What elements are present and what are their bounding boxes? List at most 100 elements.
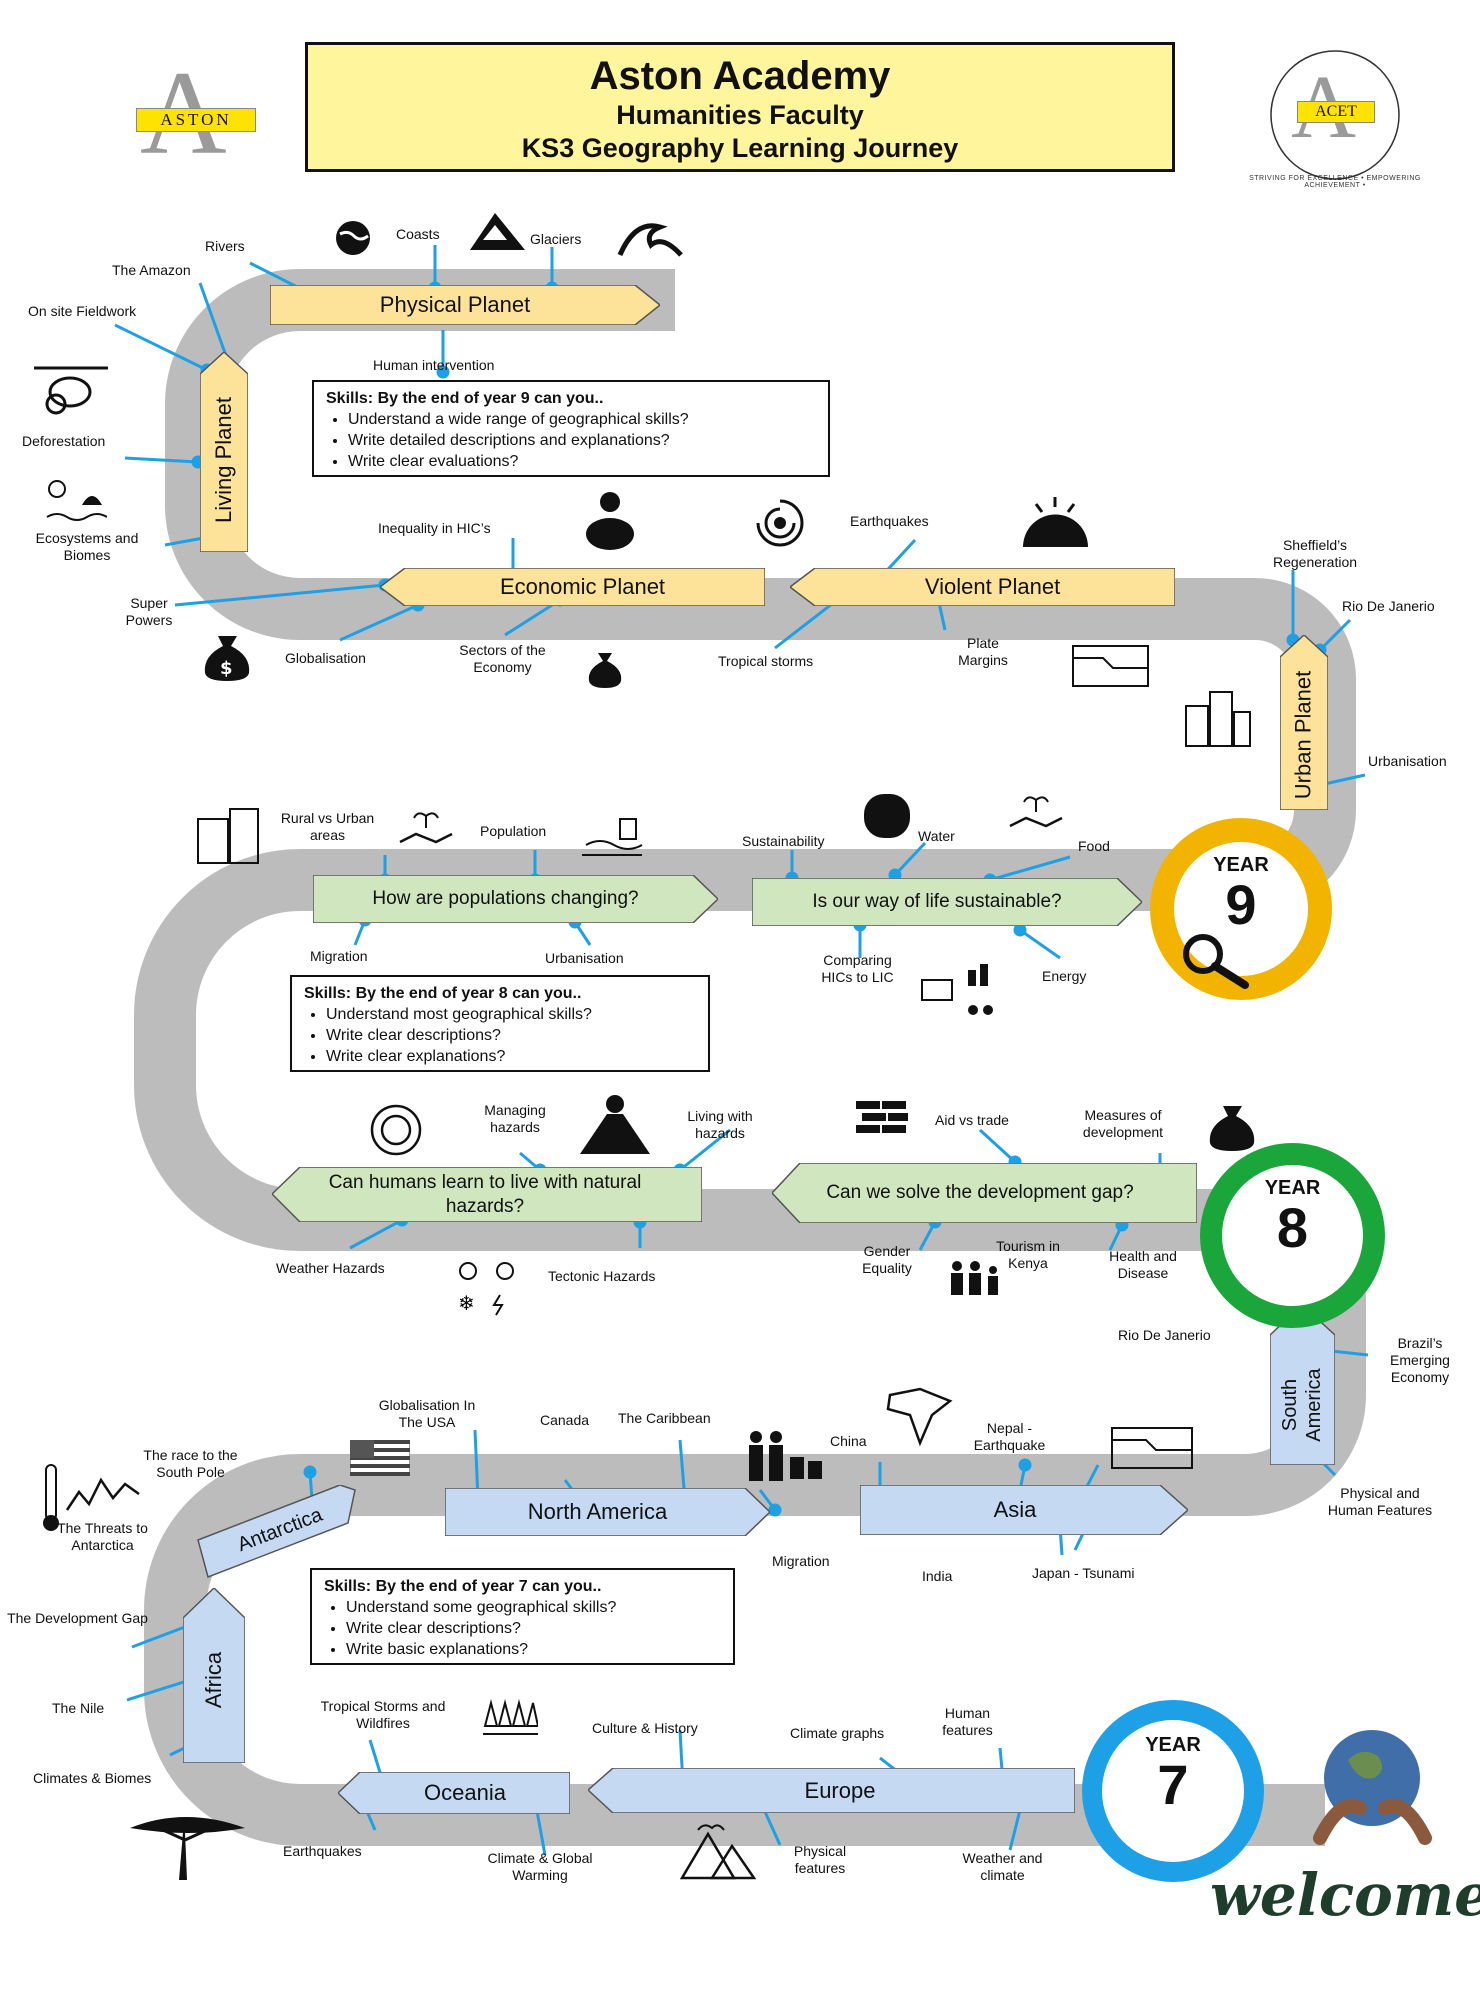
acacia-tree-icon	[130, 1817, 245, 1880]
topic-glob-usa: Globalisation In The USA	[378, 1397, 476, 1430]
skills-list: Understand some geographical skills? Wri…	[324, 1597, 721, 1660]
money-bag-icon: $	[204, 636, 250, 681]
trees-icon	[483, 1699, 538, 1735]
topic-energy: Energy	[1042, 968, 1087, 984]
unit-physical-planet: Physical Planet	[379, 292, 531, 317]
acet-ring-text: STRIVING FOR EXCELLENCE • EMPOWERING ACH…	[1249, 175, 1421, 189]
living-planet-arrow	[200, 352, 248, 552]
skills-item: Write clear explanations?	[326, 1046, 696, 1067]
topic-japan: Japan - Tsunami	[1032, 1565, 1135, 1581]
topic-rural-urban: Rural vs Urban areas	[280, 810, 375, 843]
urban-planet-arrow	[1280, 635, 1328, 810]
ecosystem-icon	[46, 480, 107, 521]
topic-population: Population	[480, 823, 547, 839]
topic-health: Health and Disease	[1109, 1248, 1177, 1281]
topic-climate-warming: Climate & Global Warming	[487, 1850, 593, 1883]
africa-arrow	[183, 1588, 245, 1763]
sustainable-arrow	[752, 878, 1142, 926]
topic-human-features: Human features	[942, 1705, 993, 1738]
svg-text:$: $	[220, 658, 233, 679]
topic-glaciers: Glaciers	[530, 231, 582, 247]
page-subtitle: Humanities Faculty	[616, 100, 864, 130]
welcome-text: welcome	[1210, 1861, 1480, 1929]
unit-economic-planet: Economic Planet	[499, 574, 666, 599]
unit-hazards: Can humans learn to live with natural ha…	[328, 1171, 642, 1217]
unit-asia: Asia	[993, 1497, 1037, 1522]
usa-flag-icon	[350, 1440, 410, 1476]
climate-graph-icon	[43, 1464, 140, 1531]
unit-violent-planet: Violent Planet	[924, 574, 1061, 599]
year-label: YEAR	[1213, 854, 1269, 876]
title-banner: Aston Academy Humanities Faculty KS3 Geo…	[305, 42, 1175, 172]
topic-weather-hazards: Weather Hazards	[276, 1260, 385, 1276]
skills-box-year9: Skills: By the end of year 9 can you.. U…	[312, 380, 830, 477]
money-bag-dev-icon	[1209, 1106, 1255, 1151]
violent-planet-arrow	[790, 568, 1175, 606]
topic-canada: Canada	[540, 1412, 590, 1428]
asia-arrow	[860, 1485, 1188, 1535]
oceania-arrow	[338, 1772, 570, 1814]
hazards-arrow	[272, 1167, 702, 1222]
populations-arrow	[313, 875, 718, 923]
skills-heading: Skills: By the end of year 9 can you..	[326, 390, 604, 407]
earth-hands-icon	[1313, 1730, 1432, 1845]
money-bag-small-icon	[588, 653, 622, 688]
skills-box-year7: Skills: By the end of year 7 can you.. U…	[310, 1568, 735, 1665]
topic-tropical-storms: Tropical storms	[718, 653, 814, 669]
topic-water: Water	[918, 828, 955, 844]
landscape-icon	[582, 818, 643, 856]
handshake-food-icon	[1009, 796, 1063, 828]
topic-sheffield: Sheffield’s Regeneration	[1272, 537, 1358, 570]
topic-rio9: Rio De Janerio	[1342, 598, 1435, 614]
topic-rivers: Rivers	[205, 238, 245, 254]
skills-item: Write basic explanations?	[346, 1639, 721, 1660]
topic-weather-climate: Weather and climate	[962, 1850, 1043, 1883]
water-drop-icon	[864, 794, 910, 838]
topic-earthquakes7: Earthquakes	[283, 1843, 362, 1859]
mountains-icon	[679, 1824, 757, 1880]
skills-item: Write detailed descriptions and explanat…	[348, 430, 816, 451]
svg-text:❄: ❄	[458, 1291, 475, 1315]
skills-item: Understand some geographical skills?	[346, 1597, 721, 1618]
page-title: Aston Academy	[589, 54, 891, 98]
unit-populations: How are populations changing?	[372, 888, 639, 909]
plate-margins-icon	[1072, 645, 1149, 687]
topic-fieldwork: On site Fieldwork	[28, 303, 137, 319]
wave-icon	[617, 223, 683, 257]
topic-plate-margins: Plate Margins	[958, 635, 1008, 668]
topic-human-intervention: Human intervention	[373, 357, 495, 373]
skills-heading: Skills: By the end of year 7 can you..	[324, 1578, 602, 1595]
plate-icon	[1111, 1427, 1193, 1469]
year8-badge: YEAR 8	[1200, 1143, 1385, 1328]
page-subtitle-2: KS3 Geography Learning Journey	[521, 133, 959, 163]
topic-brazil: Brazil’s Emerging Economy	[1390, 1335, 1450, 1385]
topic-climate-graphs: Climate graphs	[790, 1725, 885, 1741]
topic-earthquakes9: Earthquakes	[850, 513, 929, 529]
topic-race-pole: The race to the South Pole	[143, 1447, 238, 1480]
city-icon	[197, 808, 259, 864]
topic-amazon: The Amazon	[112, 262, 191, 278]
skills-item: Understand a wide range of geographical …	[348, 409, 816, 430]
unit-north-america: North America	[527, 1499, 668, 1524]
unit-urban-planet: Urban Planet	[1290, 670, 1316, 800]
topic-migration7: Migration	[772, 1553, 830, 1569]
topic-urbanisation8: Urbanisation	[545, 950, 624, 966]
unit-europe: Europe	[804, 1777, 876, 1803]
skills-box-year8: Skills: By the end of year 8 can you.. U…	[290, 975, 710, 1072]
rubble-icon	[856, 1101, 908, 1133]
unit-development: Can we solve the development gap?	[826, 1182, 1134, 1203]
trade-icon	[921, 964, 993, 1015]
skills-item: Write clear evaluations?	[348, 451, 816, 472]
topic-managing: Managing hazards	[484, 1102, 546, 1135]
unit-oceania: Oceania	[424, 1780, 506, 1805]
hurricane-icon	[756, 499, 804, 547]
handshake-icon	[399, 812, 453, 844]
weather-icon: ❄	[458, 1262, 514, 1316]
earth-layers-icon	[370, 1104, 422, 1156]
topic-threats: The Threats to Antarctica	[57, 1520, 148, 1553]
topic-living-with: Living with hazards	[687, 1108, 753, 1141]
magnifier-icon	[1183, 934, 1249, 989]
year-number: 7	[1157, 1753, 1189, 1816]
travel-family-icon	[749, 1431, 822, 1481]
topic-sustainability: Sustainability	[742, 833, 825, 849]
